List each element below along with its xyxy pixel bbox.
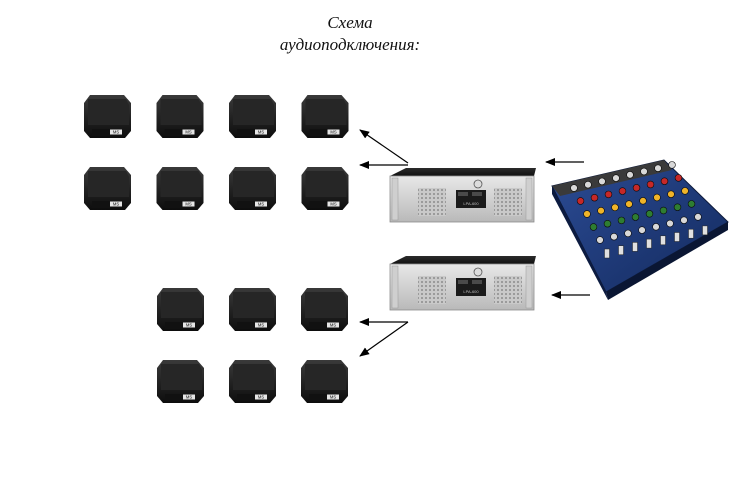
speaker-badge: MS <box>258 130 264 135</box>
speaker-icon: MS <box>157 360 204 403</box>
mixer-knob <box>687 200 696 208</box>
mixer-fader <box>702 225 708 236</box>
speaker-icon: MS <box>156 167 204 210</box>
mixer-knob <box>674 174 683 182</box>
connection-arrows <box>359 129 590 357</box>
speaker-icon: MS <box>157 288 204 331</box>
mixer-fader <box>604 248 610 259</box>
mixer-knob <box>570 184 578 192</box>
mixer-knob <box>631 213 640 221</box>
mixer-knob <box>610 233 618 241</box>
speaker-groups: MS MS MS MS MS MS MS MS <box>84 95 349 403</box>
mixer-knob <box>681 187 689 195</box>
speaker-icon: MS <box>84 167 131 210</box>
mixer-knob <box>590 194 599 202</box>
amplifier-icon <box>390 168 536 176</box>
amplifier-1: LPA-600 <box>389 168 536 223</box>
mixer-knob <box>654 164 662 172</box>
speaker-badge: MS <box>186 395 192 400</box>
mixer-fader <box>660 235 666 246</box>
mixer-knob <box>668 161 676 169</box>
mixer-fader <box>688 228 694 239</box>
amp-model-label: LPA-600 <box>463 201 479 206</box>
diagram-title: Схема аудиоподключения: <box>250 12 450 56</box>
mixer-knob <box>645 210 654 218</box>
mixer-knob <box>583 210 591 218</box>
amplifier-icon <box>390 256 536 264</box>
mixer-fader <box>618 245 624 255</box>
mixer-knob <box>589 223 598 231</box>
mixer-knob <box>639 197 647 205</box>
mixer-knob <box>596 236 604 244</box>
speaker-icon: MS <box>84 95 131 138</box>
speaker-badge: MS <box>113 130 119 135</box>
mixer-knob <box>584 181 592 189</box>
mixer-knob <box>617 216 626 225</box>
mixer-fader <box>674 232 680 242</box>
mixer-knob <box>673 203 682 211</box>
mixer-knob <box>626 171 634 179</box>
mixer-knob <box>667 190 675 198</box>
speaker-icon: MS <box>229 288 276 331</box>
title-line-2: аудиоподключения: <box>279 35 421 54</box>
mixer-knob <box>653 193 661 202</box>
mixer-knob <box>646 180 655 189</box>
speaker-badge: MS <box>258 323 264 328</box>
mixer-knob <box>640 167 648 176</box>
speaker-icon: MS <box>301 360 348 403</box>
speaker-icon: MS <box>301 288 348 331</box>
mixer-knob <box>624 229 632 238</box>
speaker-badge: MS <box>330 323 336 328</box>
mixer-knob <box>576 197 585 205</box>
mixer-knob <box>666 219 674 228</box>
speaker-badge: MS <box>258 395 264 400</box>
mixer-fader <box>632 242 638 252</box>
speaker-badge: MS <box>186 323 192 328</box>
mixer-icon <box>551 159 729 293</box>
amplifier-2: LPA-600 <box>389 256 536 311</box>
speaker-icon: MS <box>156 95 204 138</box>
speaker-badge: MS <box>330 395 336 400</box>
mixer-knob <box>611 203 619 212</box>
mixer-knob <box>597 207 605 215</box>
mixer-knob <box>625 200 633 208</box>
speaker-badge: MS <box>113 202 119 207</box>
speaker-badge: MS <box>185 130 191 135</box>
mixer-knob <box>680 216 688 224</box>
speaker-icon: MS <box>229 360 276 403</box>
mixer-knob <box>694 213 702 221</box>
mixer-knob <box>603 220 612 228</box>
speaker-icon: MS <box>301 95 349 138</box>
mixer-knob <box>598 177 606 186</box>
title-line-1: Схема <box>327 13 373 32</box>
speaker-badge: MS <box>330 202 336 207</box>
speaker-icon: MS <box>229 167 276 210</box>
amp-model-label-2: LPA-600 <box>463 289 479 294</box>
mixer <box>551 159 729 300</box>
mixer-knob <box>612 174 620 182</box>
mixer-knob <box>618 187 627 195</box>
mixer-knob <box>652 223 660 231</box>
arrow-icon <box>359 321 409 357</box>
speaker-badge: MS <box>258 202 264 207</box>
speaker-icon: MS <box>301 167 349 210</box>
speaker-icon: MS <box>229 95 276 138</box>
mixer-knob <box>659 206 668 215</box>
mixer-fader <box>646 238 652 249</box>
mixer-knob <box>604 190 613 199</box>
mixer-knob <box>638 226 646 234</box>
mixer-knob <box>660 177 669 185</box>
mixer-knob <box>632 184 641 192</box>
arrow-icon <box>359 129 409 164</box>
speaker-badge: MS <box>185 202 191 207</box>
speaker-badge: MS <box>330 130 336 135</box>
